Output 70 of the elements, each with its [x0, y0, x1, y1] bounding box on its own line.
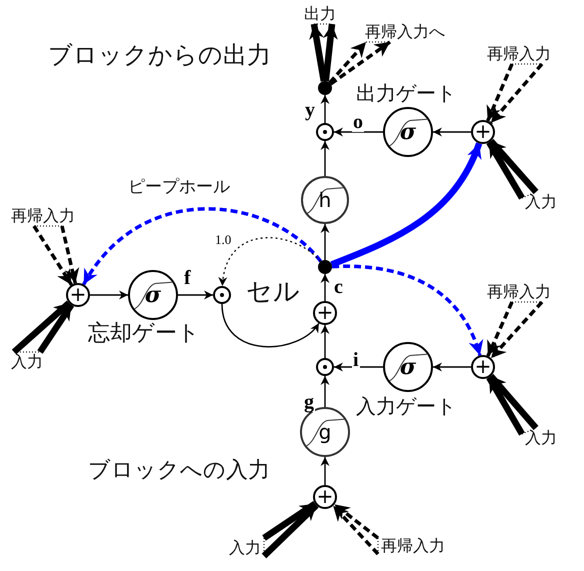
multiply-circle [316, 123, 334, 141]
arrow [322, 24, 338, 82]
arrow [320, 224, 330, 260]
activation-circle: σ [128, 270, 178, 320]
sum-circle: + [313, 485, 337, 509]
arrow [262, 503, 319, 558]
arrow [262, 501, 317, 541]
gate-label: 出力ゲート [356, 80, 456, 107]
signal-label: 出力 [302, 4, 338, 24]
sum-circle: + [471, 120, 495, 144]
multiply-circle [213, 286, 231, 304]
signal-label: 入力 [226, 538, 264, 558]
sum-circle: + [313, 301, 337, 325]
arrow [332, 504, 380, 556]
gate-label: 入力ゲート [356, 393, 456, 420]
diagram-label: ブロックからの出力 [48, 40, 271, 70]
arrow [486, 301, 514, 357]
arrow [433, 362, 471, 372]
arrow [221, 304, 320, 348]
signal-label: 再帰入力へ [362, 22, 448, 42]
signal-label: 入力 [522, 192, 560, 212]
activation-circle: σ [383, 107, 433, 157]
diagram-label: セル [246, 276, 300, 308]
arrow [320, 457, 330, 485]
arrow [488, 138, 538, 194]
arrow [330, 142, 482, 268]
arrow [82, 207, 322, 286]
arrow [334, 362, 383, 372]
arrow [60, 226, 80, 284]
arrow [328, 40, 368, 84]
arrow [333, 502, 380, 540]
arrow [486, 63, 514, 122]
signal-label: 再帰入力 [484, 44, 554, 64]
multiply-circle [316, 358, 334, 376]
arrow [219, 237, 322, 286]
arrow [90, 290, 128, 300]
arrow [433, 128, 471, 136]
signal-label: 再帰入力 [8, 206, 78, 226]
signal-label: 入力 [522, 428, 560, 448]
arrow [320, 376, 330, 407]
edge-label: i [352, 350, 360, 370]
arrow [332, 264, 482, 356]
arrow [486, 376, 525, 436]
arrow [490, 62, 544, 124]
diagram-label: ブロックへの入力 [88, 457, 270, 485]
arrow [320, 141, 330, 176]
junction-dot [318, 260, 332, 274]
signal-label: 再帰入力 [378, 536, 448, 556]
arrow [490, 300, 544, 360]
activation-circle: σ [383, 342, 433, 392]
signal-label: 再帰入力 [484, 282, 554, 302]
junction-dot [318, 81, 332, 95]
arrow [320, 325, 330, 358]
sum-circle: + [66, 283, 90, 307]
arrow [334, 128, 383, 136]
arrow [320, 95, 330, 123]
arrow [320, 274, 330, 301]
arrow [32, 225, 74, 286]
signal-label: 入力 [8, 352, 46, 372]
arrow [486, 140, 525, 200]
activation-circle: h [301, 176, 349, 224]
diagram-label: ピープホール [128, 176, 230, 199]
arrow [309, 23, 328, 82]
arrow [37, 303, 74, 354]
arrow [12, 300, 72, 354]
sum-circle: + [471, 355, 495, 379]
edge-label: 1.0 [214, 233, 232, 247]
arrow [330, 40, 391, 86]
gate-label: 忘却ゲート [88, 320, 200, 348]
arrow [178, 290, 213, 300]
